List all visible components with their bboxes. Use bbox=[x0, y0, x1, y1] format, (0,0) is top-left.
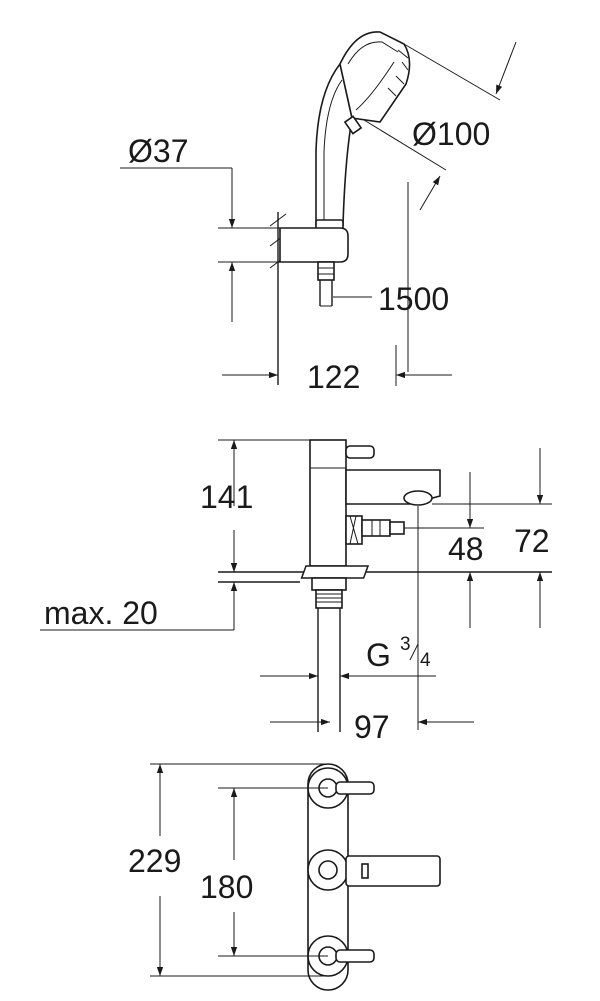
dim-max-20: max. 20 bbox=[40, 548, 238, 631]
mixer-body-drawing bbox=[309, 439, 441, 567]
mixer-side-view: 141 max. 20 72 48 bbox=[40, 439, 552, 745]
label-height-180: 180 bbox=[200, 869, 253, 905]
label-thread-prefix: G bbox=[366, 637, 391, 673]
label-projection-97: 97 bbox=[354, 709, 390, 745]
dim-hose-1500: 1500 bbox=[333, 281, 449, 317]
label-max-20: max. 20 bbox=[44, 595, 158, 631]
dim-thread-g34: G 3 4 bbox=[260, 634, 436, 680]
label-height-229: 229 bbox=[128, 843, 181, 879]
handshower-view: Ø37 Ø100 1500 122 bbox=[120, 31, 517, 395]
label-height-48: 48 bbox=[448, 531, 484, 567]
dim-projection-122: 122 bbox=[222, 345, 452, 395]
label-height-141: 141 bbox=[200, 479, 253, 515]
label-diameter-37: Ø37 bbox=[128, 133, 188, 169]
dim-height-180: 180 bbox=[200, 787, 328, 957]
label-diameter-100: Ø100 bbox=[412, 116, 490, 152]
dim-projection-97: 97 bbox=[270, 709, 474, 745]
shower-holder-drawing bbox=[279, 227, 349, 307]
mounting-drawing bbox=[218, 565, 552, 732]
handshower-drawing bbox=[315, 31, 411, 235]
dim-diameter-37: Ø37 bbox=[120, 133, 280, 322]
label-thread-numerator: 3 bbox=[400, 634, 411, 655]
dim-height-229: 229 bbox=[128, 763, 328, 977]
label-hose-1500: 1500 bbox=[378, 281, 449, 317]
dim-diameter-100: Ø100 bbox=[363, 41, 517, 372]
label-height-72: 72 bbox=[514, 523, 550, 559]
dim-height-72: 72 bbox=[432, 448, 552, 628]
mixer-front-drawing bbox=[307, 763, 441, 991]
label-thread-denominator: 4 bbox=[420, 650, 431, 671]
dim-height-48: 48 bbox=[404, 472, 484, 628]
mixer-front-view: 229 180 bbox=[128, 763, 441, 991]
dim-height-141: 141 bbox=[200, 439, 310, 572]
label-projection-122: 122 bbox=[307, 359, 360, 395]
